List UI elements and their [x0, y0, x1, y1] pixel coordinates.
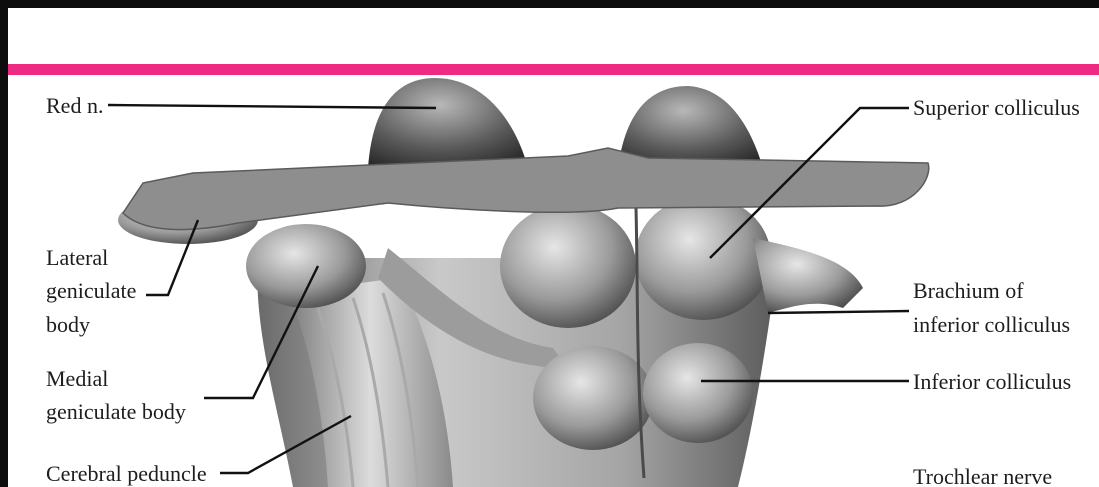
label-lateral-geniculate-line1: Lateral [46, 243, 108, 273]
medial-geniculate-body-shape [246, 224, 366, 308]
label-brachium-line2: inferior colliculus [913, 310, 1070, 340]
inferior-colliculus-right [643, 343, 753, 443]
label-brachium-line1: Brachium of [913, 276, 1024, 306]
label-lateral-geniculate-line3: body [46, 310, 90, 340]
label-medial-geniculate-line2: geniculate body [46, 397, 186, 427]
label-lateral-geniculate-line2: geniculate [46, 276, 136, 306]
inferior-colliculus-left [533, 346, 653, 450]
superior-colliculus-right [635, 196, 771, 320]
label-inferior-colliculus: Inferior colliculus [913, 367, 1071, 397]
figure-frame: Red n. Lateral geniculate body Medial ge… [8, 8, 1099, 487]
label-medial-geniculate-line1: Medial [46, 364, 108, 394]
superior-colliculus-left [500, 204, 636, 328]
label-red-nucleus: Red n. [46, 91, 103, 121]
label-superior-colliculus: Superior colliculus [913, 93, 1080, 123]
label-cerebral-peduncle: Cerebral peduncle [46, 459, 207, 487]
leader-brachium [768, 311, 909, 313]
label-trochlear-nerve: Trochlear nerve [913, 462, 1052, 487]
red-nucleus-left [368, 78, 528, 168]
